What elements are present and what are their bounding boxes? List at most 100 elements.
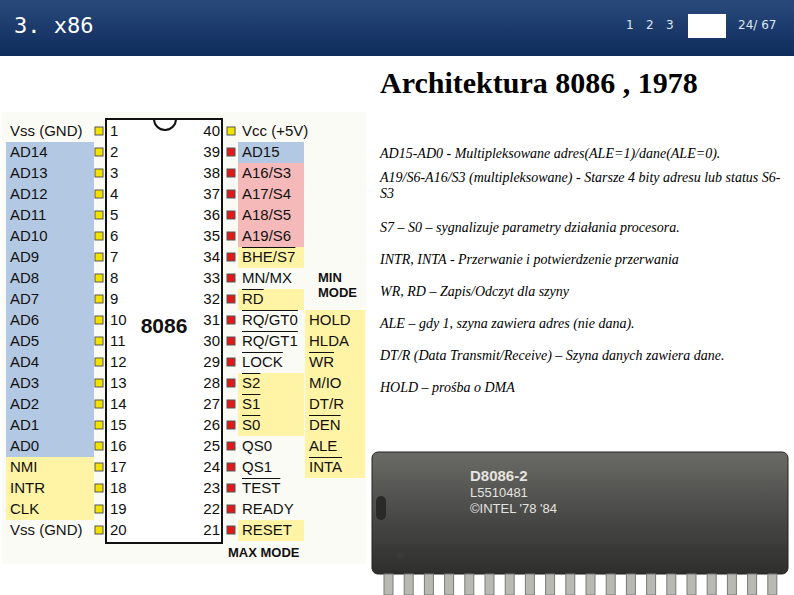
pin-description: AD15-AD0 - Multipleksowane adres(ALE=1)/… (380, 146, 788, 162)
pin-square (227, 463, 235, 471)
page-nav: 1 (626, 18, 634, 32)
pin-square (95, 169, 103, 177)
slide-title: Architektura 8086 , 1978 (380, 66, 698, 100)
pin-number: 19 (110, 500, 127, 517)
pin-number: 16 (110, 437, 127, 454)
pin-square (227, 295, 235, 303)
pin-name: HLDA (309, 332, 349, 349)
photo-ground (366, 440, 792, 595)
pin-name: ALE (309, 437, 337, 454)
pin-square (227, 253, 235, 261)
pin-square (227, 274, 235, 282)
pin-name: AD15 (242, 143, 280, 160)
pin-square (95, 442, 103, 450)
pin-name: MN/MX (242, 269, 292, 286)
pin-number: 12 (110, 353, 127, 370)
pin-square (95, 484, 103, 492)
pin-number: 3 (110, 164, 118, 181)
pin-square (227, 148, 235, 156)
chip-name: 8086 (141, 314, 188, 338)
chip-leg (768, 574, 777, 595)
pin-name: AD13 (10, 164, 48, 181)
pin-number: 8 (110, 269, 118, 286)
pin-name: DEN (309, 416, 341, 433)
pin-name: READY (242, 500, 294, 517)
pin-number: 21 (196, 521, 220, 538)
pin-square (95, 211, 103, 219)
pin-number: 26 (196, 416, 220, 433)
pin-square (95, 400, 103, 408)
pin-name: Vss (GND) (10, 122, 83, 139)
pin-square (95, 526, 103, 534)
pin-name: BHE/S7 (242, 248, 295, 265)
pin-square (227, 400, 235, 408)
pin-name: AD5 (10, 332, 39, 349)
chip-photo-dot (396, 551, 404, 559)
pin-description: WR, RD – Zapis/Odczyt dla szyny (380, 284, 788, 300)
chip-leg (525, 574, 534, 595)
pin-name: AD8 (10, 269, 39, 286)
chip-leg (748, 574, 757, 595)
pin-square (227, 421, 235, 429)
pin-name: AD1 (10, 416, 39, 433)
pin-number: 9 (110, 290, 118, 307)
pin-square (227, 127, 235, 135)
pin-description: DT/R (Data Transmit/Receive) – Szyna dan… (380, 348, 788, 364)
control-band (238, 247, 304, 268)
pin-number: 38 (196, 164, 220, 181)
pin-number: 11 (110, 332, 126, 349)
min-mode-band (305, 310, 365, 478)
pinout-ground (2, 112, 366, 564)
pin-name: NMI (10, 458, 38, 475)
pin-square (95, 190, 103, 198)
pin-name: S0 (242, 416, 260, 433)
pin-name: AD10 (10, 227, 48, 244)
pin-name: Vss (GND) (10, 521, 83, 538)
pin-name: AD0 (10, 437, 39, 454)
pin-name: Vcc (+5V) (242, 122, 308, 139)
pin-name: M/IO (309, 374, 342, 391)
pin-name: INTA (309, 458, 342, 475)
pin-name: LOCK (242, 353, 283, 370)
page-nav: 3 (666, 18, 674, 32)
pin-number: 35 (196, 227, 220, 244)
chip-leg (566, 574, 575, 595)
control-band (238, 289, 304, 310)
pin-number: 29 (196, 353, 220, 370)
chip-marking: ©INTEL '78 '84 (470, 501, 557, 516)
chip-leg (424, 574, 433, 595)
mode-label: MAX MODE (228, 545, 300, 560)
pin-number: 25 (196, 437, 220, 454)
pin-number: 30 (196, 332, 220, 349)
pin-name: AD12 (10, 185, 48, 202)
pin-square (95, 337, 103, 345)
pin-square (227, 232, 235, 240)
pin-square (95, 463, 103, 471)
pin-square (227, 190, 235, 198)
pin-number: 22 (196, 500, 220, 517)
chip-leg (404, 574, 413, 595)
pin-name: RQ/GT0 (242, 311, 298, 328)
chip-leg (505, 574, 514, 595)
pin-square (227, 379, 235, 387)
pin-description: A19/S6-A16/S3 (multipleksowane) - Starsz… (380, 170, 788, 202)
chip-leg (626, 574, 635, 595)
nav-box (688, 14, 726, 38)
pin-name: RD (242, 290, 264, 307)
chip-leg (687, 574, 696, 595)
address-band (6, 142, 94, 457)
pin-name: AD7 (10, 290, 39, 307)
pin-description: S7 – S0 – sygnalizuje parametry działani… (380, 220, 788, 236)
chip-leg (445, 574, 454, 595)
pin-name: AD3 (10, 374, 39, 391)
pin-number: 40 (196, 122, 220, 139)
pin-square (227, 526, 235, 534)
chip-leg (647, 574, 656, 595)
chip-leg (727, 574, 736, 595)
pin-name: AD14 (10, 143, 48, 160)
chip-photo-legs (384, 574, 777, 595)
pin-square (95, 316, 103, 324)
chip-leg (707, 574, 716, 595)
pin-square (95, 148, 103, 156)
